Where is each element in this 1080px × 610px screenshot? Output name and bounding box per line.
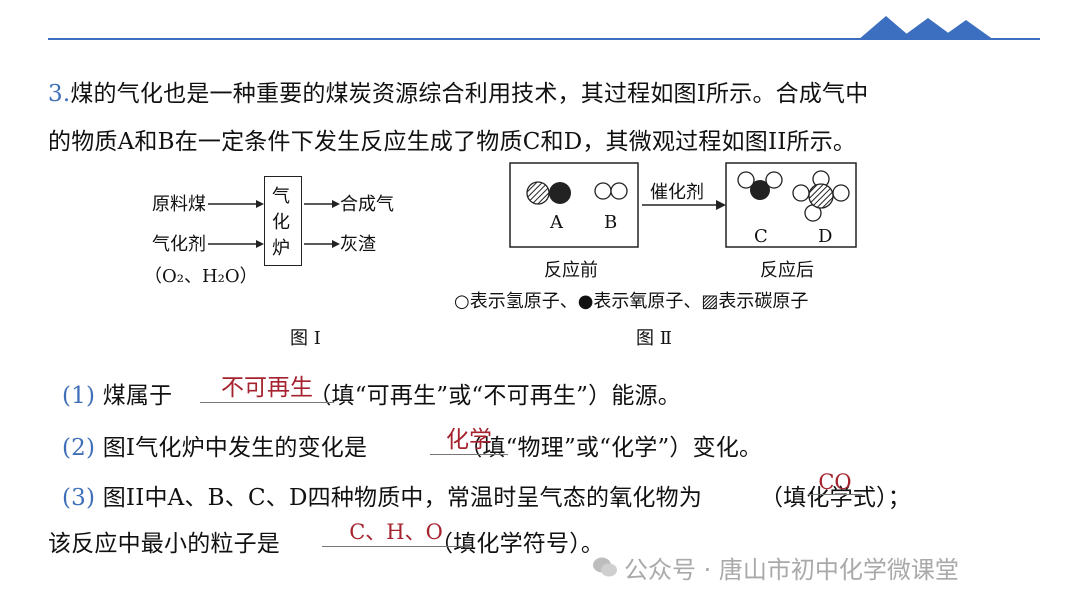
answer-4: C、H、O — [322, 516, 470, 547]
gasifying-agent-label: 气化剂 — [152, 234, 206, 255]
arrow-right-icon — [208, 240, 264, 248]
question-number: 3. — [48, 81, 71, 107]
question-line-2: 的物质A和B在一定条件下发生反应生成了物质C和D，其微观过程如图II所示。 — [48, 122, 856, 156]
raw-coal-label: 原料煤 — [152, 194, 206, 215]
label-c: C — [754, 226, 768, 247]
sub-question-2: (2) 图I气化炉中发生的变化是 （填“物理”或“化学”）变化。 — [62, 428, 762, 462]
carbon-atom-icon — [808, 183, 834, 209]
sub-question-text: 煤属于 — [102, 383, 173, 409]
syngas-label: 合成气 — [340, 194, 394, 215]
sub-question-suffix: （填化学式）； — [760, 485, 911, 511]
sub-question-suffix: （填“物理”或“化学”）变化。 — [459, 435, 763, 461]
gasifier-char-3: 炉 — [272, 238, 290, 259]
after-reaction-box — [725, 162, 857, 248]
before-label: 反应前 — [544, 260, 598, 281]
sub-question-3-continued: 该反应中最小的粒子是 （填化学符号）。 — [48, 524, 604, 558]
oxygen-atom-icon — [549, 182, 571, 204]
sub-question-text: 图II中A、B、C、D四种物质中，常温时呈气态的氧化物为 — [102, 485, 703, 511]
hydrogen-atom-icon — [737, 171, 755, 189]
answer-3: CO — [808, 470, 862, 495]
ash-label: 灰渣 — [340, 234, 376, 255]
sub-question-number: (3) — [62, 485, 96, 511]
header-divider — [48, 38, 1040, 40]
catalyst-label: 催化剂 — [650, 182, 704, 203]
label-b: B — [604, 212, 618, 233]
after-label: 反应后 — [760, 260, 814, 281]
sub-question-1: (1) 煤属于 （填“可再生”或“不可再生”）能源。 — [62, 376, 681, 410]
answer-2: 化学 — [430, 420, 508, 455]
question-text-1: 煤的气化也是一种重要的煤炭资源综合利用技术，其过程如图I所示。合成气中 — [70, 81, 869, 107]
hydrogen-atom-icon — [765, 171, 783, 189]
question-text-2: 的物质A和B在一定条件下发生反应生成了物质C和D，其微观过程如图II所示。 — [48, 129, 857, 155]
sub-question-text: 该反应中最小的粒子是 — [48, 531, 280, 557]
arrow-right-icon — [304, 200, 340, 208]
carbon-atom-icon — [526, 181, 550, 205]
arrow-right-icon — [208, 200, 264, 208]
sub-question-number: (2) — [62, 435, 96, 461]
sub-question-text: 图I气化炉中发生的变化是 — [102, 435, 368, 461]
hydrogen-atom-icon — [610, 182, 628, 200]
label-a: A — [550, 212, 563, 233]
before-reaction-box — [509, 162, 639, 248]
oxygen-atom-icon — [750, 180, 770, 200]
question-line-1: 3.煤的气化也是一种重要的煤炭资源综合利用技术，其过程如图I所示。合成气中 — [48, 74, 868, 108]
hydrogen-atom-icon — [832, 184, 850, 202]
sub-question-number: (1) — [62, 383, 96, 409]
wechat-icon — [593, 557, 617, 577]
hydrogen-atom-icon — [792, 184, 810, 202]
sub-question-suffix: （填化学符号）。 — [430, 531, 605, 557]
gasifier-char-1: 气 — [272, 186, 290, 207]
gasifier-box — [264, 176, 302, 266]
figure-2-caption: 图 Ⅱ — [636, 328, 672, 349]
arrow-right-icon — [304, 240, 340, 248]
arrow-head-icon — [716, 200, 726, 210]
sub-question-3: (3) 图II中A、B、C、D四种物质中，常温时呈气态的氧化物为 （填化学式）； — [62, 478, 911, 512]
watermark-text: 公众号 · 唐山市初中化学微课堂 — [624, 556, 959, 584]
figure-1-caption: 图 Ⅰ — [290, 328, 321, 349]
gasifier-char-2: 化 — [272, 212, 290, 233]
hydrogen-atom-icon — [594, 182, 612, 200]
mountain-decoration-icon — [858, 16, 994, 40]
atom-legend: ○表示氢原子、●表示氧原子、▨表示碳原子 — [454, 291, 809, 312]
agent-formula: （O₂、H₂O） — [144, 266, 258, 287]
answer-1: 不可再生 — [200, 368, 334, 403]
sub-question-suffix: （填“可再生”或“不可再生”）能源。 — [308, 383, 681, 409]
label-d: D — [818, 226, 833, 247]
